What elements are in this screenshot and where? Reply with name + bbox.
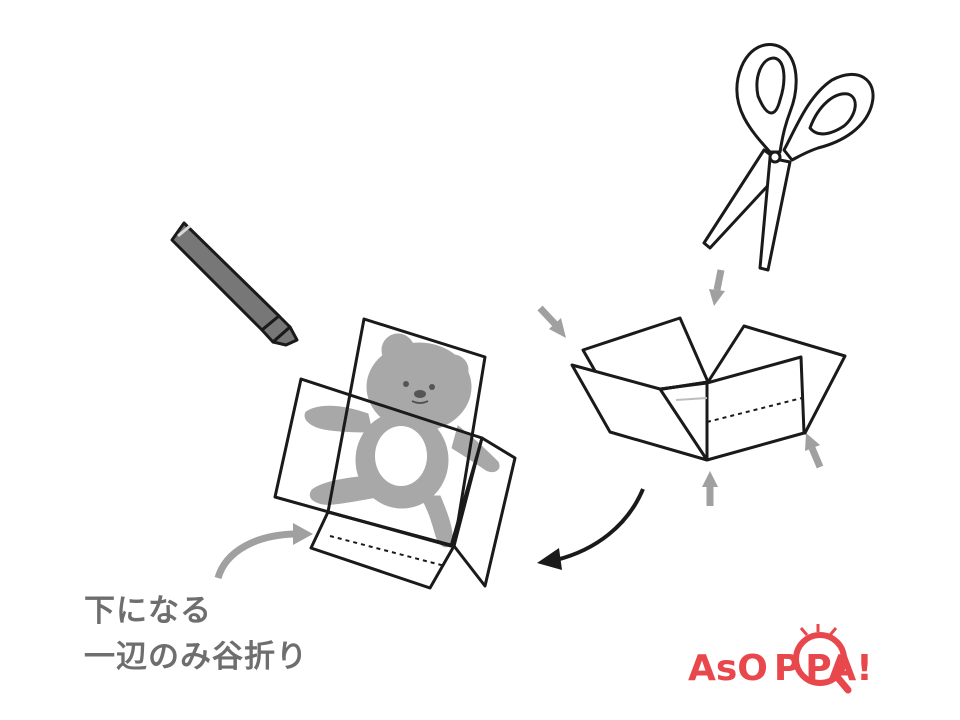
caption-arrow (214, 523, 313, 580)
fold-caption: 下になる 一辺のみ谷折り (84, 588, 308, 680)
caption-line-2: 一辺のみ谷折り (84, 639, 308, 675)
bear-figure (304, 333, 500, 548)
logo-magnifier-icon (793, 624, 852, 694)
logo-part2: PA! (805, 648, 872, 689)
logo-mark: P (774, 648, 800, 689)
bear-face (375, 381, 435, 486)
scissors-icon (702, 43, 875, 272)
bear-sheet-assembly (273, 317, 517, 590)
push-arrows (537, 269, 824, 506)
caption-line-1: 下になる (84, 593, 212, 629)
transparent-sheets (273, 317, 517, 590)
marker-icon (170, 221, 299, 347)
logo-part1: AsO (688, 648, 768, 689)
fold-arrow-icon (537, 488, 645, 570)
folded-box (570, 316, 847, 462)
